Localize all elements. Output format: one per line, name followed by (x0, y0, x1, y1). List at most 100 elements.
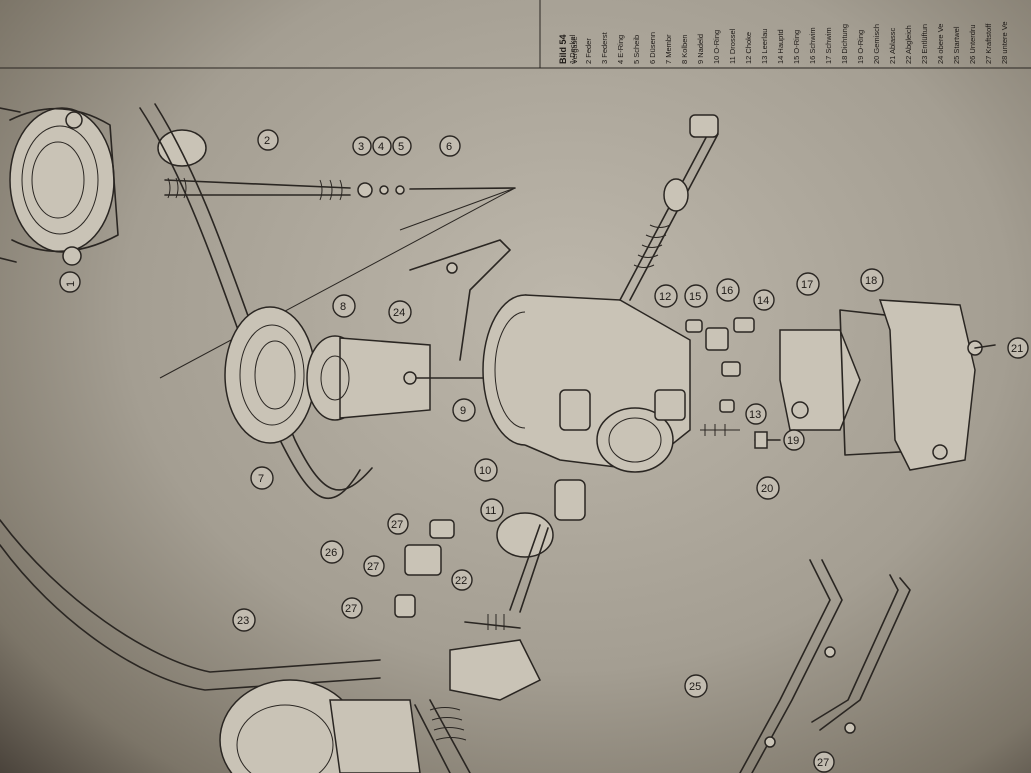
callout-28: 27 (813, 751, 835, 773)
vent-hose-26 (139, 107, 361, 500)
piston-part (306, 335, 431, 421)
callout-5: 5 (392, 136, 412, 156)
callout-7: 7 (250, 466, 274, 490)
svg-text:23: 23 (237, 615, 249, 627)
callout-11: 11 (480, 498, 504, 522)
legend-item: 24 obere Ve (936, 24, 945, 64)
callout-27c: 27 (341, 597, 363, 619)
callout-24: 24 (388, 300, 412, 324)
legend-item: 7 Membr (664, 34, 673, 64)
svg-text:7: 7 (258, 473, 264, 485)
callout-13: 13 (745, 403, 767, 425)
callout-15: 15 (684, 284, 708, 308)
legend-item: 26 Unterdru (968, 24, 977, 64)
legend-item: 3 Federst (600, 31, 609, 64)
svg-text:18: 18 (865, 275, 877, 287)
svg-text:8: 8 (340, 301, 346, 313)
callout-18: 18 (860, 268, 884, 292)
svg-text:3: 3 (358, 141, 364, 153)
svg-text:27: 27 (391, 519, 403, 531)
svg-text:13: 13 (749, 409, 761, 421)
legend-item: 14 Hauptd (776, 29, 785, 64)
legend-item: 21 Ablassc (888, 27, 897, 64)
legend-item: 16 Schwim (808, 27, 817, 64)
callout-2: 2 (257, 129, 279, 151)
legend-item: 22 Abgleich (904, 25, 913, 64)
legend-item: 9 Nadeld (696, 34, 705, 64)
callout-6: 6 (439, 135, 461, 157)
spring-part (157, 129, 351, 201)
legend-item: 1 Deckel (568, 34, 577, 64)
callout-19: 19 (783, 429, 805, 451)
callout-23: 23 (232, 608, 256, 632)
parts-legend: Bild 54 Vergase (558, 34, 579, 64)
hose-23 (0, 519, 381, 673)
legend-item: 4 E-Ring (616, 35, 625, 64)
callout-21: 21 (1007, 337, 1029, 359)
legend-item: 11 Drossel (728, 28, 737, 64)
choke-rod (619, 114, 719, 301)
svg-text:19: 19 (787, 435, 799, 447)
carburetor-body (482, 294, 691, 473)
legend-item: 10 O-Ring (712, 30, 721, 64)
adjuster-screw (464, 621, 521, 629)
legend-item: 12 Choke (744, 32, 753, 64)
legend-item: 20 Gemisch (872, 24, 881, 64)
legend-subheading: Vergase (570, 36, 579, 64)
svg-text:20: 20 (761, 483, 773, 495)
svg-text:26: 26 (325, 547, 337, 559)
legend-item: 5 Scheib (632, 35, 641, 64)
legend-item: 6 Düsenn (648, 32, 657, 64)
svg-text:6: 6 (446, 141, 452, 153)
svg-text:12: 12 (659, 291, 671, 303)
callout-1: 1 (59, 271, 81, 293)
legend-item: 18 Dichtung (840, 24, 849, 64)
legend-item: 27 Kraftstoff (984, 23, 993, 64)
callout-14: 14 (753, 289, 775, 311)
cover-part (0, 107, 119, 266)
lower-linkage (219, 639, 542, 773)
callout-25: 25 (684, 674, 708, 698)
svg-text:16: 16 (721, 285, 733, 297)
callout-26: 26 (320, 540, 344, 564)
throttle-valve (496, 479, 586, 613)
svg-text:9: 9 (460, 405, 466, 417)
legend-item: 19 O-Ring (856, 30, 865, 64)
callout-27b: 27 (363, 555, 385, 577)
legend-heading: Bild 54 (558, 34, 568, 64)
start-shaft-bracket (739, 559, 911, 773)
svg-text:4: 4 (378, 141, 384, 153)
legend-item: 25 Startwel (952, 26, 961, 64)
float-bowl (878, 299, 996, 471)
svg-text:11: 11 (485, 505, 496, 517)
svg-text:5: 5 (398, 141, 404, 153)
legend-items: 1 Deckel 2 Feder 3 Federst 4 E-Ring 5 Scheib… (568, 21, 1009, 64)
svg-text:25: 25 (689, 681, 701, 693)
legend-item: 23 Entlüftun (920, 24, 929, 64)
callout-3: 3 (352, 136, 372, 156)
callout-17: 17 (796, 272, 820, 296)
callout-8: 8 (332, 294, 356, 318)
svg-text:10: 10 (479, 465, 491, 477)
legend-item: 13 Leerlau (760, 29, 769, 64)
callout-4: 4 (372, 136, 392, 156)
diaphragm-part (224, 306, 316, 444)
callout-10: 10 (474, 458, 498, 482)
callout-9: 9 (452, 398, 476, 422)
svg-text:14: 14 (757, 295, 769, 307)
svg-text:17: 17 (801, 279, 813, 291)
upper-bracket-24 (409, 239, 511, 361)
legend-item: 15 O-Ring (792, 30, 801, 64)
jets-group (685, 317, 755, 436)
legend-item: 2 Feder (584, 38, 593, 64)
svg-text:1: 1 (65, 281, 77, 287)
svg-text:27: 27 (817, 757, 829, 769)
small-rings-and-needle (357, 182, 516, 198)
svg-text:24: 24 (393, 307, 405, 319)
callout-27a: 27 (387, 513, 409, 535)
legend-item: 28 untere Ve (1000, 21, 1009, 64)
svg-text:27: 27 (367, 561, 379, 573)
callout-16: 16 (716, 278, 740, 302)
